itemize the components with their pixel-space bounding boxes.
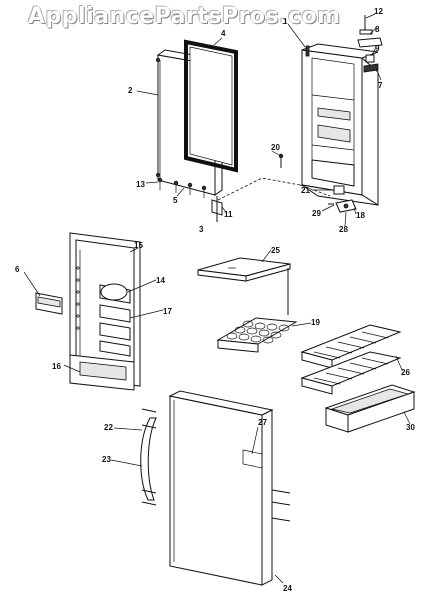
door-bin-small xyxy=(35,292,63,315)
callout-3: 3 xyxy=(199,225,204,234)
callout-27: 27 xyxy=(258,418,267,427)
callout-16: 16 xyxy=(52,362,61,371)
door-gasket xyxy=(184,39,238,173)
door-hinge xyxy=(211,196,223,222)
egg-tray xyxy=(216,317,298,353)
door-screws xyxy=(157,177,207,198)
door-liner xyxy=(69,232,141,391)
callout-29: 29 xyxy=(312,209,321,218)
callout-5: 5 xyxy=(173,196,178,205)
thermostat-assembly xyxy=(357,15,383,73)
callout-23: 23 xyxy=(102,455,111,464)
callout-8: 8 xyxy=(375,25,380,34)
callout-26: 26 xyxy=(401,368,410,377)
ice-bin xyxy=(324,384,416,433)
callout-1: 1 xyxy=(283,17,288,26)
callout-15: 15 xyxy=(134,241,143,250)
callout-18: 18 xyxy=(356,211,365,220)
callout-13: 13 xyxy=(136,180,145,189)
door-handle xyxy=(140,408,157,506)
callout-14: 14 xyxy=(156,276,165,285)
callout-labels: 1 2 3 4 5 6 7 8 9 11 12 13 14 15 16 17 1… xyxy=(15,7,415,593)
callout-21: 21 xyxy=(301,186,310,195)
callout-19: 19 xyxy=(311,318,320,327)
callout-11: 11 xyxy=(224,210,233,219)
callout-25: 25 xyxy=(271,246,280,255)
leader-lines xyxy=(23,13,411,584)
callout-24: 24 xyxy=(283,584,292,593)
door-lower-screws xyxy=(271,489,291,522)
ice-shelf xyxy=(197,257,291,315)
callout-2: 2 xyxy=(128,86,133,95)
drain-parts xyxy=(278,153,357,213)
callout-4: 4 xyxy=(221,29,226,38)
callout-9: 9 xyxy=(375,44,380,53)
callout-6: 6 xyxy=(15,265,20,274)
front-door xyxy=(168,390,274,586)
callout-12: 12 xyxy=(374,7,383,16)
callout-7: 7 xyxy=(378,81,383,90)
callout-17: 17 xyxy=(163,307,172,316)
callout-28: 28 xyxy=(339,225,348,234)
callout-30: 30 xyxy=(406,423,415,432)
callout-22: 22 xyxy=(104,423,113,432)
cabinet-body xyxy=(301,43,379,206)
watermark: AppliancePartsPros.com xyxy=(28,4,341,29)
callout-20: 20 xyxy=(271,143,280,152)
ice-cube-trays xyxy=(300,324,402,395)
